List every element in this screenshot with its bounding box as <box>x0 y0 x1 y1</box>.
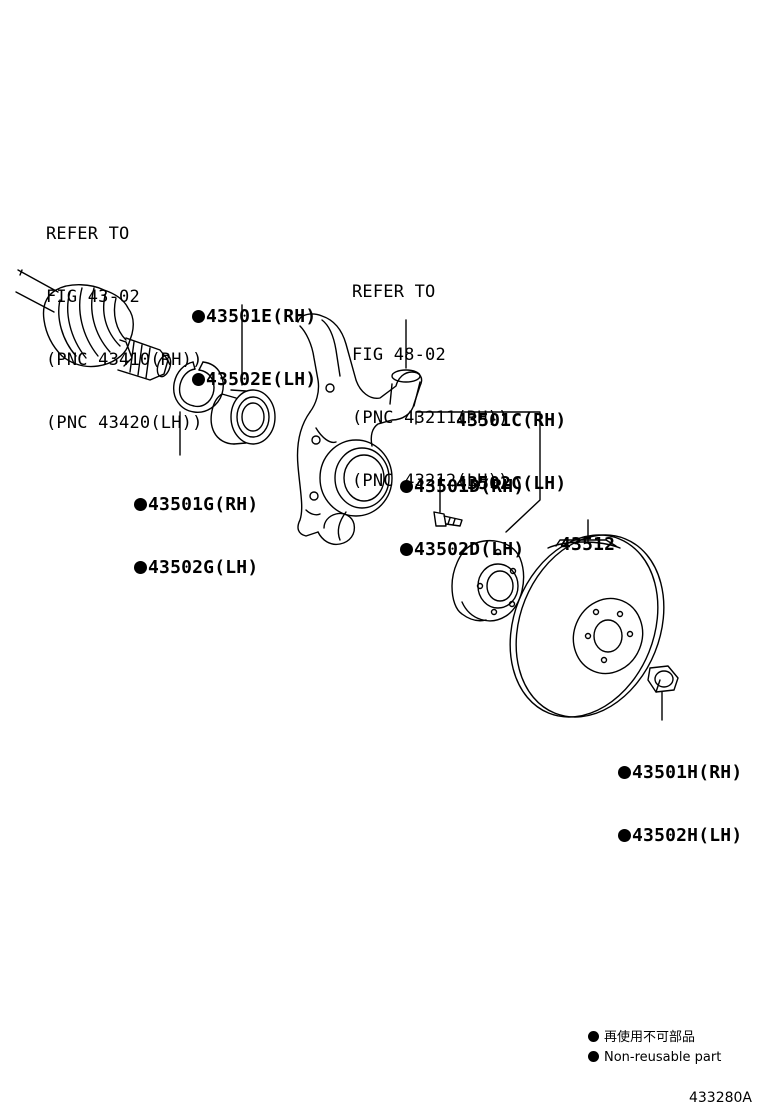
snap-ring <box>174 362 223 455</box>
knuckle-refer-line2: FIG 48-02 <box>352 345 446 365</box>
knuckle-refer-line1: REFER TO <box>352 282 436 302</box>
figure-id: 433280A <box>688 1090 752 1106</box>
disc-part-label: 43512 <box>560 492 615 576</box>
knuckle-refer-line3: (PNC 43211(RH)) <box>352 408 509 428</box>
bearing-lh-number: 43502E(LH) <box>206 369 317 390</box>
non-reusable-dot-icon <box>400 543 413 556</box>
driveshaft-refer-line2: FIG 43-02 <box>46 287 140 307</box>
disc-part-number: 43512 <box>560 534 616 555</box>
non-reusable-dot-icon <box>192 310 205 323</box>
axle-hub <box>416 412 540 621</box>
hub-bolt <box>434 478 462 526</box>
bearing-part-label: 43501E(RH) 43502E(LH) <box>192 264 316 411</box>
hub-rh-number: 43501C(RH) <box>456 410 567 431</box>
legend-english-row: Non-reusable part <box>588 1050 721 1066</box>
lock-nut <box>648 666 678 720</box>
wheel-bearing <box>211 305 275 444</box>
non-reusable-dot-icon <box>618 766 631 779</box>
legend-japanese-row: 再使用不可部品 <box>588 1030 721 1046</box>
hub-bolt-rh-number: 43501D(RH) <box>414 476 525 497</box>
nut-lh-number: 43502H(LH) <box>632 825 743 846</box>
non-reusable-dot-icon <box>588 1051 599 1062</box>
knuckle-refer-label: REFER TO FIG 48-02 (PNC 43211(RH)) (PNC … <box>352 240 509 513</box>
snap-ring-lh-number: 43502G(LH) <box>148 557 259 578</box>
legend-english-text: Non-reusable part <box>604 1050 722 1065</box>
steering-knuckle <box>298 314 422 544</box>
non-reusable-dot-icon <box>134 561 147 574</box>
legend-japanese-text: 再使用不可部品 <box>604 1030 696 1045</box>
hub-bolt-part-label: 43501D(RH) 43502D(LH) <box>400 434 524 581</box>
hub-part-label: 43501C(RH) 43502C(LH) <box>456 368 566 515</box>
knuckle-refer-line4: (PNC 43212(LH)) <box>352 471 509 491</box>
brake-disc <box>484 513 690 740</box>
nut-part-label: 43501H(RH) 43502H(LH) <box>618 720 742 867</box>
snap-ring-part-label: 43501G(RH) 43502G(LH) <box>134 452 258 599</box>
nut-rh-number: 43501H(RH) <box>632 762 743 783</box>
hub-bolt-lh-number: 43502D(LH) <box>414 539 525 560</box>
non-reusable-dot-icon <box>400 480 413 493</box>
hub-lh-number: 43502C(LH) <box>456 473 567 494</box>
driveshaft-refer-line4: (PNC 43420(LH)) <box>46 413 203 433</box>
driveshaft-refer-line3: (PNC 43410(RH)) <box>46 350 203 370</box>
non-reusable-dot-icon <box>134 498 147 511</box>
bearing-rh-number: 43501E(RH) <box>206 306 317 327</box>
driveshaft-refer-label: REFER TO FIG 43-02 (PNC 43410(RH)) (PNC … <box>46 182 203 455</box>
non-reusable-dot-icon <box>588 1031 599 1042</box>
non-reusable-dot-icon <box>618 829 631 842</box>
snap-ring-rh-number: 43501G(RH) <box>148 494 259 515</box>
legend: 再使用不可部品 Non-reusable part <box>588 1030 721 1066</box>
drive-shaft-cv-joint <box>16 270 173 380</box>
driveshaft-refer-line1: REFER TO <box>46 224 130 244</box>
non-reusable-dot-icon <box>192 373 205 386</box>
